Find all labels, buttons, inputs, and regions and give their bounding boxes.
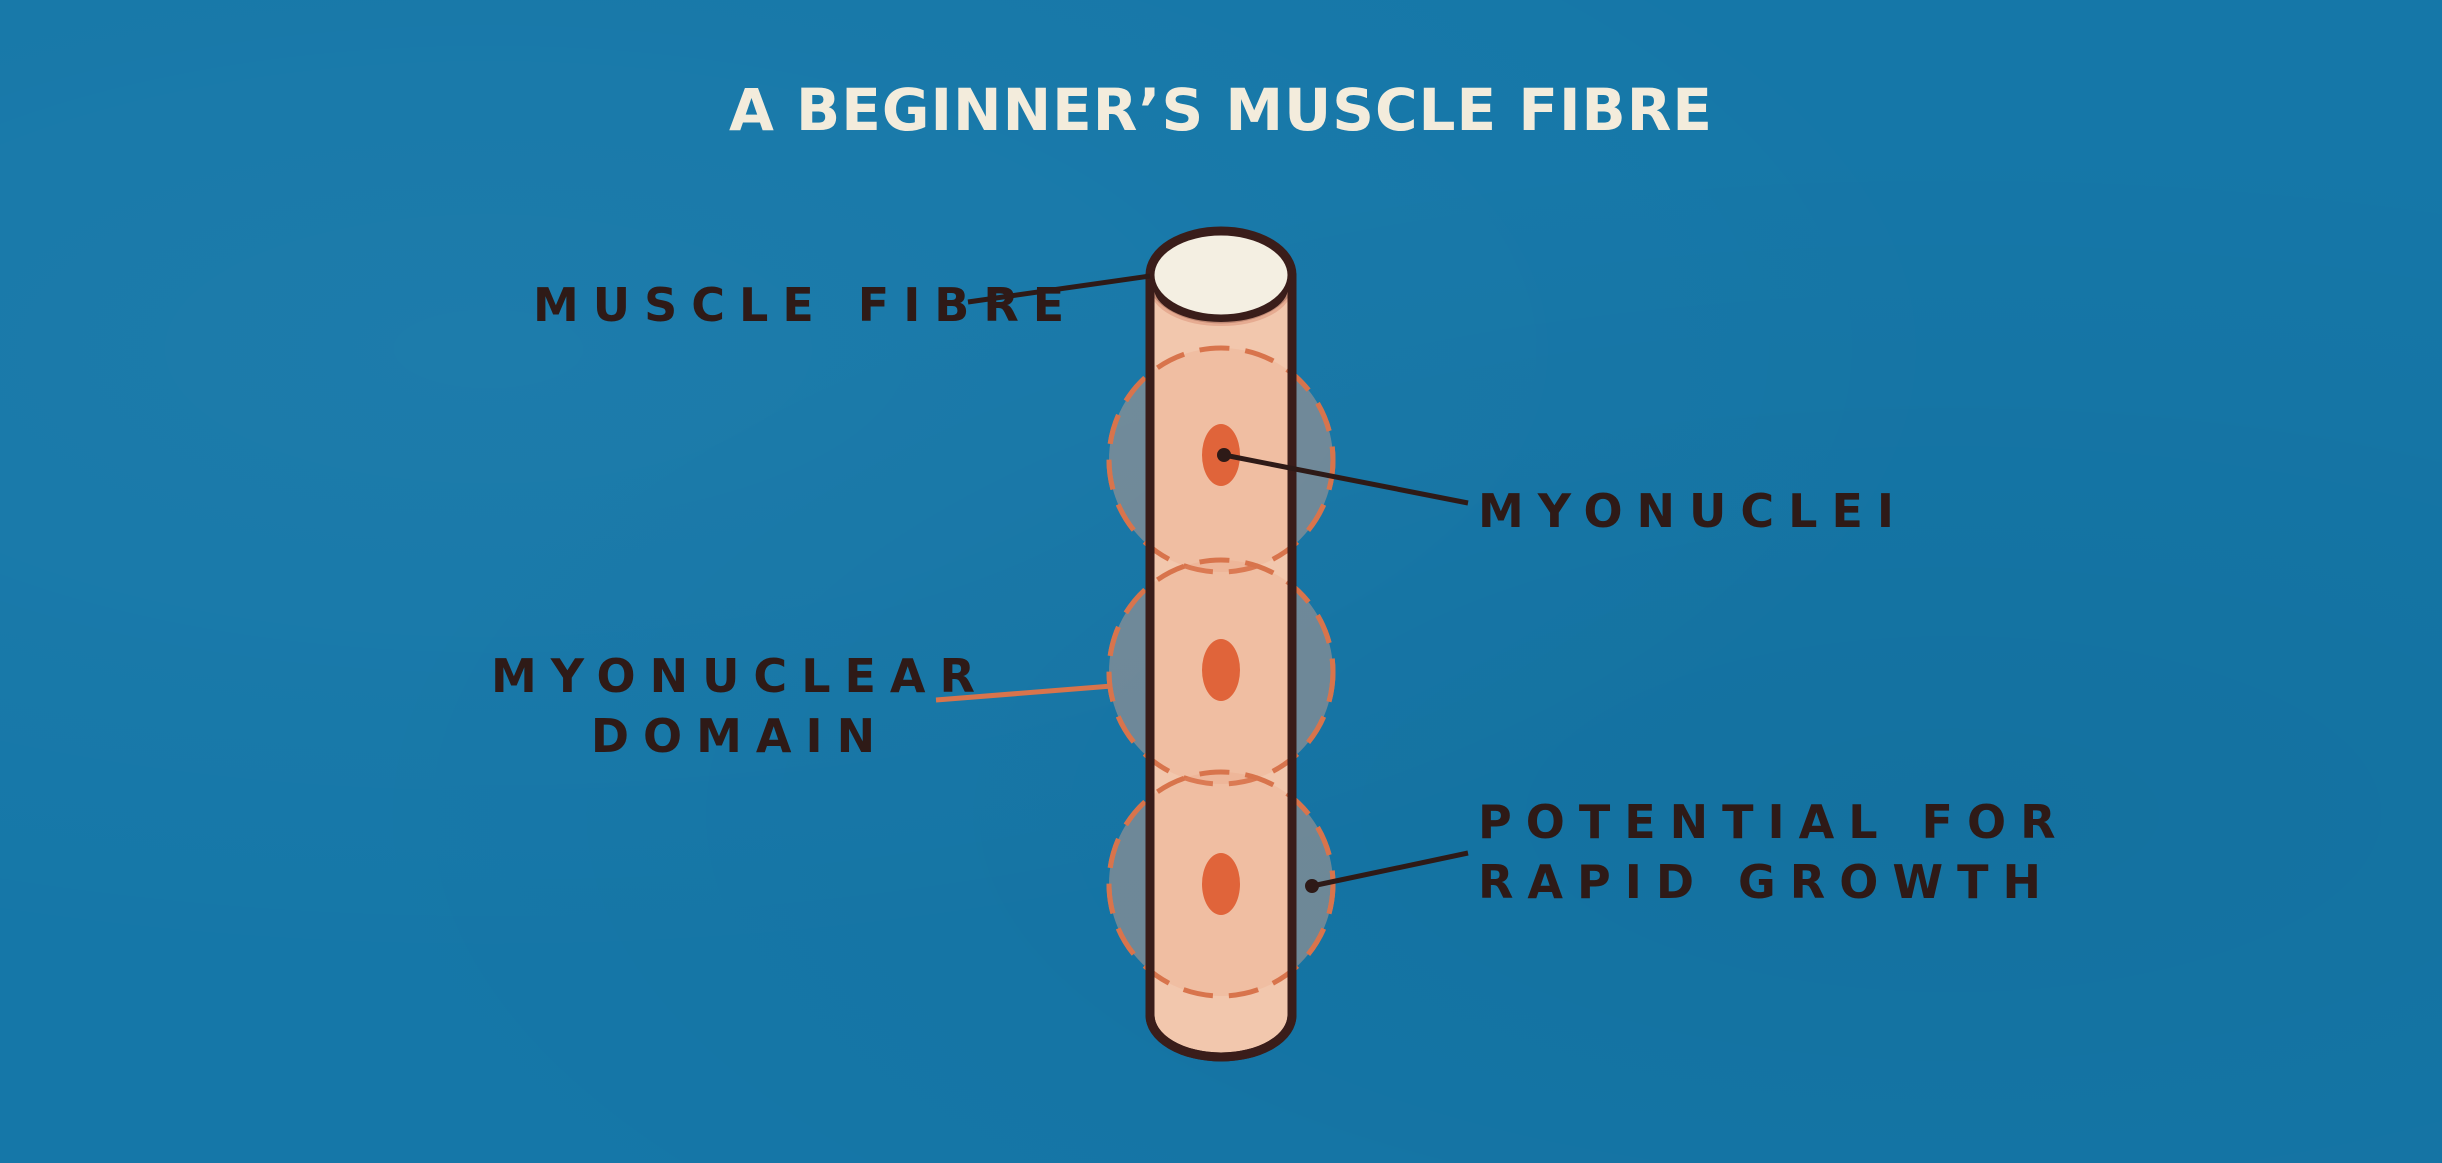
label-muscle-fibre: MUSCLE FIBRE [533,278,1078,332]
label-potential-line1: POTENTIAL FOR [1478,795,2070,849]
fibre-inner-rim [1150,287,1292,326]
potential-growth-leader [1311,850,1469,889]
label-myonuclear-domain-line2: DOMAIN [591,709,889,763]
muscle-fibre-leader [967,273,1151,305]
fibre-top-opening [1145,226,1297,324]
myonuclear-domain-leader [935,683,1113,703]
label-myonuclear-domain-line1: MYONUCLEAR [491,649,989,703]
myonucleus-bottom [1202,853,1240,915]
myonuclei-leader [1223,452,1469,506]
fibre-edges [1145,275,1297,1062]
myonuclei-leader-dot [1217,448,1231,462]
label-myonuclei: MYONUCLEI [1478,484,1908,538]
diagram-title: A BEGINNER’S MUSCLE FIBRE [729,76,1713,144]
leader-lines [935,273,1469,893]
myonucleus-middle [1202,639,1240,701]
fibre-bottom-edge [1145,1014,1297,1062]
potential-growth-leader-dot [1305,879,1319,893]
label-potential-line2: RAPID GROWTH [1478,855,2055,909]
